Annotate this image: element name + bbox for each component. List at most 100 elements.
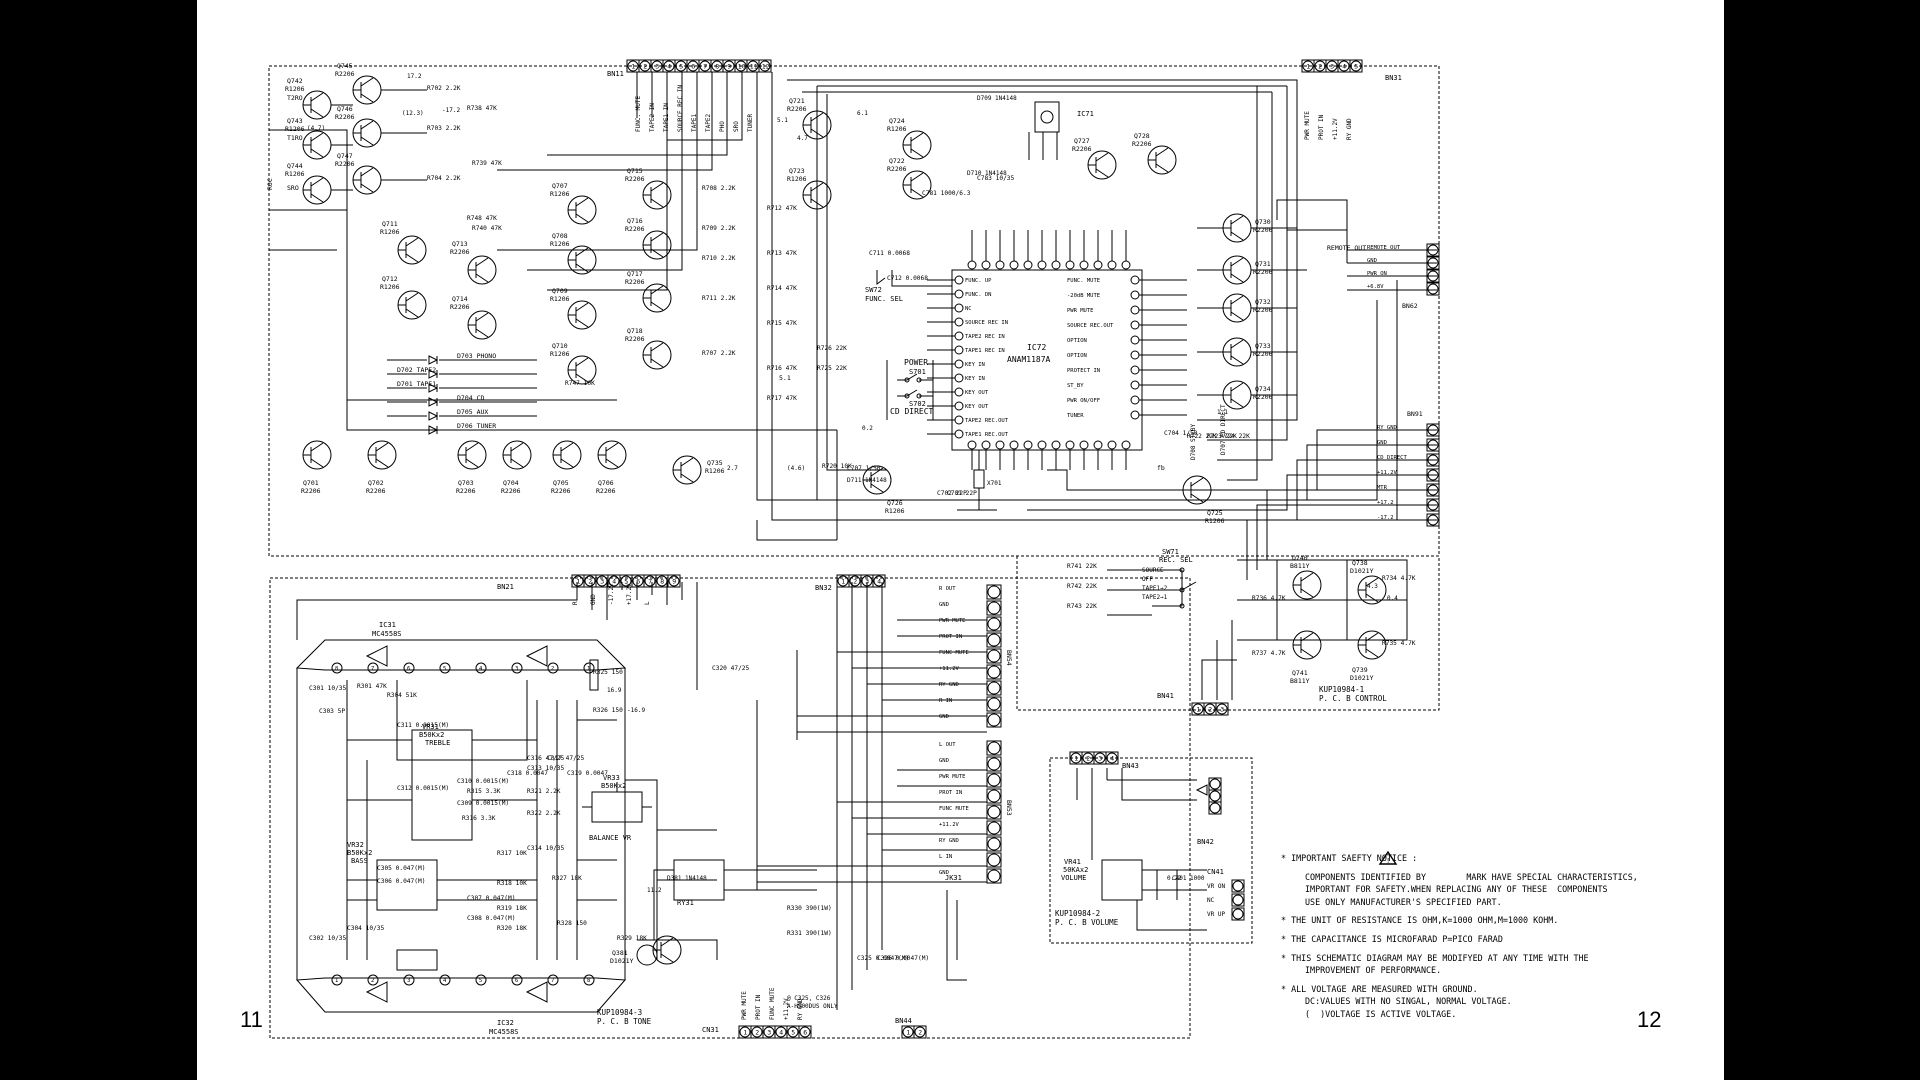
bn11-pin-circle: [759, 60, 771, 72]
bn54-pin: [986, 680, 1002, 696]
bn91-signal: GND: [1377, 440, 1387, 446]
bn31-signal: PROT IN: [1318, 114, 1325, 140]
transistor-ref: Q723: [789, 167, 805, 175]
key-switches: POWER S701 CD DIRECT S702 SW72 FUNC. SEL: [865, 270, 952, 421]
ic32-pin-number: 4: [443, 978, 447, 984]
capacitor-label: C783 10/35: [977, 175, 1015, 182]
bn62-pin-circle: [1427, 244, 1439, 256]
bn54-pin-circle: [987, 585, 1001, 599]
bn44-pin-number: 2: [918, 1028, 922, 1036]
ic72-bottom-pin: [1065, 440, 1075, 450]
bn91-signal: RY GND: [1377, 425, 1397, 431]
ic72-top-pin: [1023, 260, 1033, 270]
bn54-pin-circle: [987, 601, 1001, 615]
ic72-bottom-pin: [1051, 440, 1061, 450]
bn21-pin-circle: [572, 575, 584, 587]
cd-direct-key-label: CD DIRECT: [890, 407, 934, 416]
transistor-ref: Q712: [382, 275, 398, 283]
bn41-pin-number: 3: [1220, 705, 1224, 713]
page-number-left: 11: [240, 1007, 263, 1032]
bn53-pin-circle: [987, 789, 1001, 803]
bn53-pin: [986, 756, 1002, 772]
cn41-pin: [1231, 879, 1245, 893]
bn11-signal: FUNC. MUTE: [635, 95, 642, 132]
bn21-pin-number: 1: [576, 577, 580, 585]
bn91-pin: [1426, 423, 1440, 437]
cn41-signal: NC: [1207, 897, 1215, 904]
voltage-label: 5.1: [777, 117, 788, 124]
svg-text:50KAx2: 50KAx2: [1063, 866, 1088, 874]
resistor-label: R301 47K: [357, 683, 387, 690]
bn31-pin-circle: [1350, 60, 1362, 72]
page-number-right: 12: [1637, 1007, 1662, 1032]
voltage-label: 2.7: [727, 465, 738, 472]
transistor-ref: Q744: [287, 162, 303, 170]
bn54-pin-circle: [987, 681, 1001, 695]
resistor-label: R318 10K: [497, 880, 527, 887]
resistor-label: R326 150: [593, 707, 623, 714]
bn43-pin-circle: [1106, 752, 1118, 764]
ic72-pin-label: FUNC. DN: [965, 292, 992, 298]
ic72-pin-label: OPTION: [1067, 353, 1087, 359]
transistor-leads: [598, 442, 619, 468]
cn41-pin-circle: [1232, 894, 1244, 906]
bn91-signal: -17.2: [1377, 515, 1394, 521]
svg-text:BN44: BN44: [895, 1017, 912, 1025]
resistor-label: R709 2.2K: [702, 225, 736, 232]
bn42-pin-circle: [1209, 802, 1221, 814]
signal-label: ROC: [266, 178, 274, 190]
bn11-signal: SRO: [733, 121, 740, 132]
transistor-leads: [568, 302, 589, 328]
notes-title: * IMPORTANT SAEFTY NOTICE :: [1281, 853, 1418, 863]
bn11-pin-circle: [639, 60, 651, 72]
ic31-pin-number: 1: [587, 666, 590, 672]
svg-text:BN91: BN91: [1407, 410, 1423, 418]
ic31-pin-number: 2: [551, 666, 554, 672]
bn21-pin-number: 7: [648, 577, 652, 585]
bn41-pin-circle: [1192, 703, 1204, 715]
bn41-pin-circle: [1204, 703, 1216, 715]
ic72-top-pin: [1051, 260, 1061, 270]
bn11-pin-circle: [651, 60, 663, 72]
svg-text:MC4558S: MC4558S: [489, 1028, 519, 1036]
ic72-pin-label: KEY IN: [965, 362, 985, 368]
bn43-pin-number: 2: [1086, 754, 1090, 762]
svg-text:MC4558S: MC4558S: [372, 630, 402, 638]
transistor-ref: Q724: [889, 117, 905, 125]
transistor-leads: [353, 120, 374, 146]
tone-board-id: KUP10984-3: [597, 1008, 642, 1017]
bn43-pin-circle: [1070, 752, 1082, 764]
ic72-pin: [954, 359, 964, 369]
transistor-leads: [863, 467, 884, 493]
resistor-label: R737 4.7K: [1252, 650, 1286, 657]
cn31-pin-circle: [751, 1026, 763, 1038]
resistor-label: R711 2.2K: [702, 295, 736, 302]
transistor-leads: [568, 357, 589, 383]
transistor-ref: Q747: [337, 152, 353, 160]
right-wires: [1197, 227, 1307, 396]
bn42-pins: [1208, 777, 1222, 815]
ic72-bottom-pin: [995, 440, 1005, 450]
resistor-label: R740 47K: [472, 225, 502, 232]
capacitor-label: C305 0.047(M): [377, 865, 425, 872]
transistor-type: R2206: [335, 70, 355, 78]
bn21-pin-circle: [620, 575, 632, 587]
bn21-pin-number: 6: [636, 577, 640, 585]
bn43-pin: [1105, 751, 1119, 765]
bn11-pin-number: 3: [655, 62, 659, 70]
transistor-leads: [568, 247, 589, 273]
transistor-ref: Q732: [1255, 298, 1271, 306]
signal-label: 5.1: [779, 374, 791, 382]
cn41-pin: [1231, 893, 1245, 907]
